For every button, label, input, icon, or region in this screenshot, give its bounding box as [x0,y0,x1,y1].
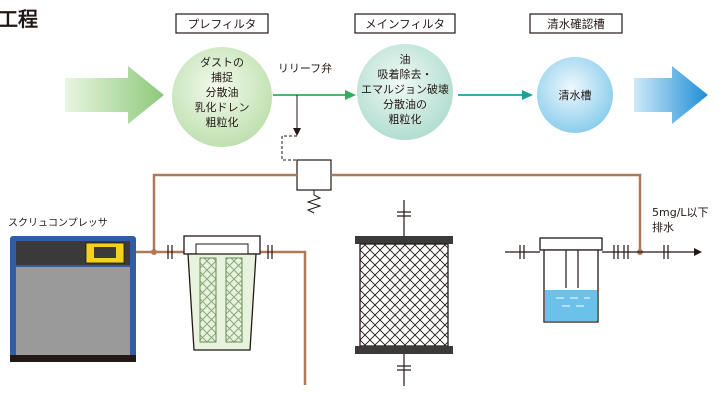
relief-valve-spring [306,190,322,214]
pipe-prefilter-drain [254,250,307,385]
page-title: 工程 [0,7,38,31]
prefilter-title-box [175,13,269,34]
mainfilter-line-1: 油 [400,52,411,66]
prefilter-line-2: 捕捉 [211,70,233,84]
flow-arrowhead-pre-to-main [345,90,356,100]
relief-valve-label: リリーフ弁 [278,61,332,75]
pipe-unions-prefilter [167,245,273,259]
compressor-body-panel [16,267,130,355]
inflow-arrow [65,66,164,124]
mainfilter-title-box [354,13,456,34]
discharge-limit: 5mg/L以下 [652,206,709,219]
compressor-base [10,355,136,362]
relief-valve-dashed-outline [281,135,297,161]
prefilter-line-5: 粗粒化 [206,115,239,129]
compressor-label: スクリュコンプレッサ [8,217,108,229]
flow-arrowhead-main-to-clear [522,90,533,100]
pipe-junction-left [151,249,157,255]
mainfilter-title: メインフィルタ [365,17,445,31]
mainfilter-line-2: 吸着除去・ [378,67,433,81]
mainfilter-vessel [355,200,453,386]
prefilter-title: プレフィルタ [188,17,257,31]
outflow-arrow [634,66,708,124]
clearwater-title: 清水確認槽 [547,17,605,31]
prefilter-line-3: 分散油 [206,85,239,99]
prefilter-vessel [183,235,261,351]
clearwater-circle [537,57,613,133]
clearwater-line-1: 清水槽 [559,89,592,102]
mainfilter-line-3: エマルジョン破壊 [361,82,449,96]
discharge-arrowhead [694,248,702,256]
pipe-relief-to-discharge [331,173,642,252]
mainfilter-circle [357,44,453,140]
mainfilter-line-5: 粗粒化 [389,112,422,126]
pipe-network [136,173,642,385]
clearwater-title-box [529,13,623,34]
relief-branch-arrowhead [293,128,301,136]
prefilter-line-4: 乳化ドレン [195,100,250,114]
prefilter-line-1: ダストの [200,55,244,69]
mainfilter-line-4: 分散油の [383,97,427,111]
pipe-compressor-to-relief [136,173,297,254]
clearwater-tank [505,237,640,323]
discharge-label: 排水 [652,220,674,234]
relief-valve-box [296,159,332,191]
compressor-display [94,247,116,258]
prefilter-circle [172,47,272,147]
